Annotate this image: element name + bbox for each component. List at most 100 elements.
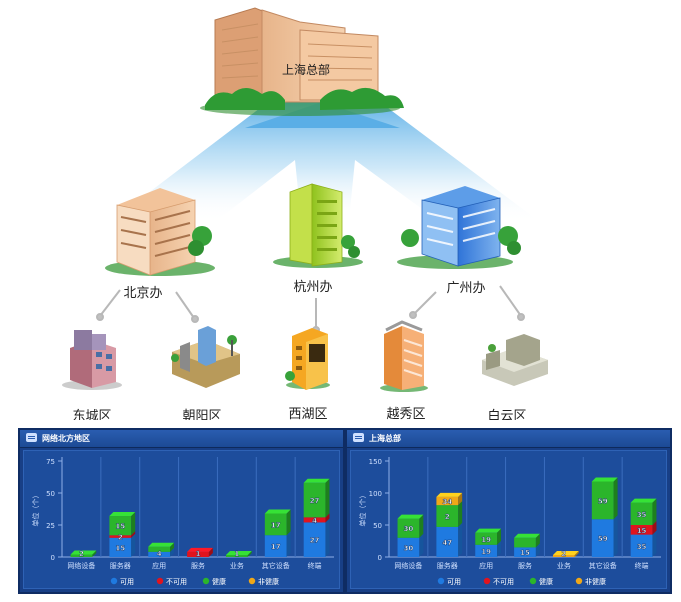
- bar-segment-可用: [397, 537, 420, 557]
- bar-segment-可用: [630, 534, 653, 557]
- bar-data-label: 15: [520, 549, 530, 557]
- legend-swatch: [110, 577, 118, 585]
- bar-segment-side: [535, 543, 540, 557]
- legend-label: 不可用: [493, 578, 514, 586]
- guangzhou-office-label: 广州办: [446, 281, 485, 296]
- x-category-label: 应用: [479, 561, 493, 570]
- bar-segment-可用: [148, 551, 171, 557]
- bar-segment-side: [419, 533, 424, 557]
- x-category-label: 网络设备: [67, 561, 95, 570]
- bar-top-face: [397, 514, 424, 519]
- bar-segment-可用: [514, 547, 536, 557]
- chaoyang-branch-building-icon: [171, 326, 240, 388]
- bar-segment-健康: [303, 482, 326, 518]
- y-tick-label: 0: [378, 554, 382, 562]
- hangzhou-office-building-icon: [273, 183, 363, 268]
- baiyun-branch-label: 白云区: [487, 408, 526, 420]
- x-category-label: 业务: [230, 561, 244, 570]
- bar-segment-可用: [436, 526, 459, 557]
- y-tick-label: 150: [369, 458, 382, 466]
- bar-segment-健康: [436, 505, 459, 527]
- dongcheng-branch-building-icon: [62, 330, 122, 390]
- bar-data-label: 15: [115, 544, 125, 552]
- bar-segment-side: [419, 514, 424, 538]
- legend-swatch: [483, 577, 491, 585]
- y-tick-label: 50: [373, 522, 382, 530]
- bar-data-label: 17: [271, 543, 281, 551]
- xihu-branch-building-icon: [285, 328, 330, 390]
- bar-data-label: 35: [637, 511, 647, 519]
- north-region-panel-title: 网络北方地区: [42, 434, 90, 443]
- legend-swatch: [437, 577, 445, 585]
- bar-segment-side: [458, 522, 463, 557]
- bar-segment-健康: [264, 513, 287, 536]
- legend-label: 不可用: [166, 578, 187, 586]
- bar-top-face: [303, 478, 330, 483]
- bar-data-label: 2: [79, 550, 84, 558]
- hangzhou-office-label: 杭州办: [293, 280, 332, 295]
- bar-top-face: [475, 528, 502, 533]
- guangzhou-office-building-icon: [397, 186, 521, 269]
- legend-swatch: [575, 577, 583, 585]
- bar-segment-健康: [70, 554, 93, 557]
- legend-swatch: [156, 577, 164, 585]
- bar-data-label: 27: [310, 497, 320, 505]
- y-tick-label: 50: [46, 490, 55, 498]
- bar-top-face: [225, 551, 252, 555]
- bar-segment-side: [247, 551, 252, 557]
- bar-segment-side: [170, 547, 175, 557]
- y-tick-label: 75: [46, 458, 55, 466]
- bar-segment-side: [652, 530, 657, 557]
- bar-top-face: [591, 477, 618, 482]
- y-axis-label: 单位（个）: [358, 492, 367, 527]
- bar-segment-side: [92, 550, 97, 557]
- x-category-label: 服务器: [110, 561, 131, 570]
- bar-segment-side: [574, 551, 579, 557]
- bar-top-face: [70, 550, 97, 555]
- bar-segment-不可用: [630, 525, 653, 535]
- bar-segment-side: [497, 528, 502, 545]
- x-category-label: 网络设备: [394, 561, 422, 570]
- bar-segment-side: [613, 477, 618, 520]
- bar-segment-健康: [225, 555, 248, 557]
- xihu-branch-label: 西湖区: [288, 407, 327, 420]
- bar-segment-健康: [109, 516, 132, 536]
- bar-segment-不可用: [303, 517, 326, 523]
- bar-segment-不可用: [109, 535, 132, 538]
- x-category-label: 服务器: [437, 561, 458, 570]
- bar-top-face: [436, 492, 463, 497]
- bar-segment-不可用: [187, 551, 209, 557]
- bar-data-label: 2: [561, 550, 566, 558]
- shanghai-hq-stacked-bar-chart: 单位（个）0501001503030网络设备47234服务器1919应用15服务…: [358, 457, 661, 586]
- x-category-label: 服务: [191, 561, 205, 570]
- bar-data-label: 30: [404, 525, 414, 533]
- y-tick-label: 0: [51, 554, 55, 562]
- bar-segment-健康: [591, 481, 614, 520]
- bar-top-face: [264, 509, 291, 514]
- bar-segment-可用: [109, 537, 132, 557]
- bar-segment-健康: [475, 532, 498, 545]
- bar-data-label: 59: [598, 535, 608, 543]
- bar-segment-健康: [148, 546, 171, 552]
- beijing-office-label: 北京办: [123, 286, 162, 301]
- dongcheng-branch-label: 东城区: [72, 409, 111, 420]
- y-tick-label: 100: [369, 490, 382, 498]
- legend-label: 可用: [447, 578, 461, 586]
- baiyun-branch-building-icon: [482, 334, 548, 386]
- bar-data-label: 47: [442, 539, 452, 547]
- bar-segment-健康: [630, 502, 653, 525]
- hq-building-icon: [200, 7, 404, 116]
- shanghai-hq-panel-header: 上海总部: [347, 430, 670, 448]
- bar-data-label: 15: [637, 527, 647, 535]
- bar-data-label: 17: [271, 521, 281, 529]
- bar-data-label: 30: [404, 544, 414, 552]
- bar-segment-健康: [514, 537, 536, 548]
- legend-label: 健康: [539, 577, 553, 586]
- bar-segment-side: [325, 478, 330, 518]
- y-axis-label: 单位（个）: [31, 492, 40, 527]
- bar-segment-可用: [264, 535, 287, 557]
